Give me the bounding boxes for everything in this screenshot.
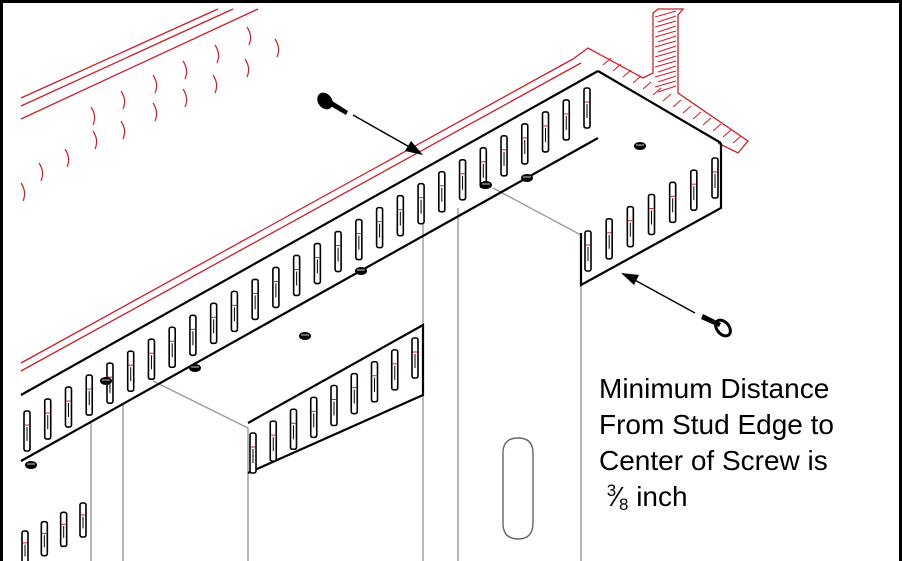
track-slot <box>85 374 94 416</box>
fraction: 3⁄8 <box>606 481 629 514</box>
track-slot <box>711 157 719 199</box>
callout-line-4: 3⁄8 inch <box>599 479 899 515</box>
track-slot <box>647 193 656 236</box>
track-slot <box>334 230 342 273</box>
callout-line-2: From Stud Edge to <box>599 409 835 440</box>
track-slot <box>79 502 87 538</box>
track-slot <box>417 182 425 225</box>
track-slot <box>147 338 156 381</box>
screw-head <box>521 174 533 182</box>
track-slot <box>249 432 257 474</box>
track-slot <box>690 169 698 211</box>
arrow-icon <box>352 114 423 155</box>
screw-icon <box>317 92 348 115</box>
track-slot <box>479 147 488 189</box>
track-slot <box>668 181 677 224</box>
deck-edge-line-1 <box>20 8 219 99</box>
track-slot <box>562 99 571 141</box>
track-slot <box>500 135 508 177</box>
track-slot <box>21 530 29 561</box>
screw-head <box>355 267 367 275</box>
track-slot <box>168 326 176 369</box>
track-right-flange-front <box>579 143 723 287</box>
screw-head <box>634 142 646 150</box>
track-slot <box>209 302 218 345</box>
track-flange-bottom-edge <box>20 137 599 462</box>
stud-left-top <box>152 380 249 561</box>
deck-flange <box>572 8 749 154</box>
unit-label: inch <box>636 481 688 512</box>
red-deck-profile <box>20 8 749 372</box>
track-slot <box>23 410 31 452</box>
lower-fastener <box>621 273 732 338</box>
deck-bottom-line-1 <box>20 58 574 364</box>
track-slot <box>43 398 52 440</box>
track-slot <box>626 205 635 248</box>
track-slot <box>458 158 467 201</box>
track-slot <box>355 218 363 261</box>
track-slot <box>396 194 405 237</box>
screw-head <box>100 377 112 385</box>
screw-head <box>189 364 201 372</box>
deck-hatching <box>602 10 742 144</box>
callout-line-3: Center of Screw is <box>599 445 828 476</box>
deck-edge-line-2 <box>20 8 234 107</box>
stud-knockout-slot <box>502 437 534 540</box>
track-top-front-edge <box>20 70 599 396</box>
track-slot <box>230 290 239 333</box>
fraction-denominator: 8 <box>618 495 629 514</box>
track-slot <box>313 242 322 285</box>
screw-head <box>480 181 492 189</box>
track-slot <box>289 408 298 451</box>
track-slot <box>370 360 379 403</box>
track-slot <box>605 218 613 260</box>
track-slot <box>272 266 280 309</box>
track-slot <box>375 206 384 249</box>
track-slot <box>59 511 68 548</box>
track-slot <box>189 314 197 357</box>
track-slot <box>520 123 529 165</box>
track-slot <box>292 254 301 297</box>
track-slot <box>269 420 278 462</box>
track-slot <box>438 170 446 213</box>
track-slot <box>350 372 359 415</box>
screw-head <box>25 461 37 469</box>
stud-center-top <box>492 187 582 561</box>
deck-edge-line-3 <box>20 8 259 120</box>
callout-line-1: Minimum Distance <box>599 373 830 404</box>
track-slot <box>330 384 338 427</box>
track-slot <box>309 396 318 439</box>
minimum-distance-callout: Minimum Distance From Stud Edge to Cente… <box>599 371 899 515</box>
track-slot <box>584 230 592 272</box>
track-slot <box>64 386 73 428</box>
track-slot <box>583 87 591 129</box>
track-and-stud-diagram <box>20 8 749 561</box>
arrow-icon <box>621 273 696 314</box>
track-slot <box>411 337 419 379</box>
fraction-numerator: 3 <box>606 481 617 500</box>
deck-corrugation-arcs <box>20 26 280 202</box>
track-slots <box>21 87 719 561</box>
track-top-right-edge <box>597 70 722 144</box>
track-slot <box>40 520 49 557</box>
track-slot <box>126 350 135 392</box>
track-left-inner-edge <box>247 323 425 475</box>
track-slot <box>541 111 550 153</box>
track-slot <box>251 278 259 321</box>
screw-head <box>299 332 311 340</box>
screw-heads <box>25 142 646 469</box>
screw-icon <box>701 314 732 338</box>
slotted-track <box>20 70 723 561</box>
upper-fastener <box>317 92 423 155</box>
track-slot <box>390 349 399 391</box>
deck-bottom-line-2 <box>20 62 582 372</box>
